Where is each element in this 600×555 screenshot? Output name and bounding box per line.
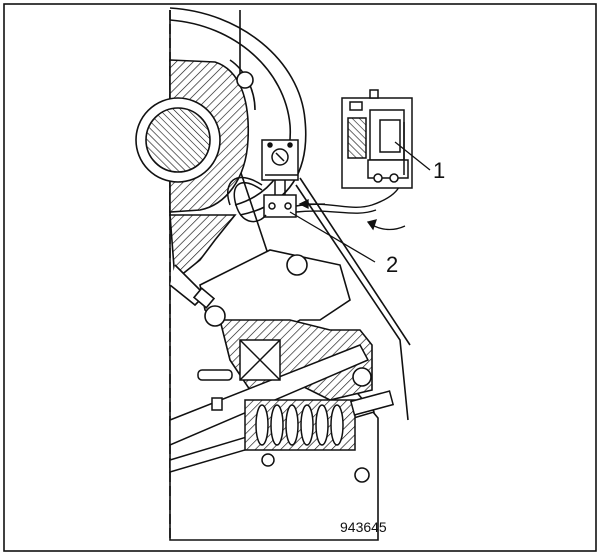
callout-1-label: 1 [433, 158, 445, 183]
figure-border [3, 3, 597, 552]
callout-2-label: 2 [386, 252, 398, 277]
tension-spring-assembly [169, 339, 395, 474]
direction-arrows [298, 198, 406, 231]
pitman [169, 214, 373, 401]
control-box [341, 89, 413, 189]
leader-lines [289, 141, 431, 263]
flywheel [135, 7, 307, 216]
figure-number: 943645 [340, 519, 387, 535]
